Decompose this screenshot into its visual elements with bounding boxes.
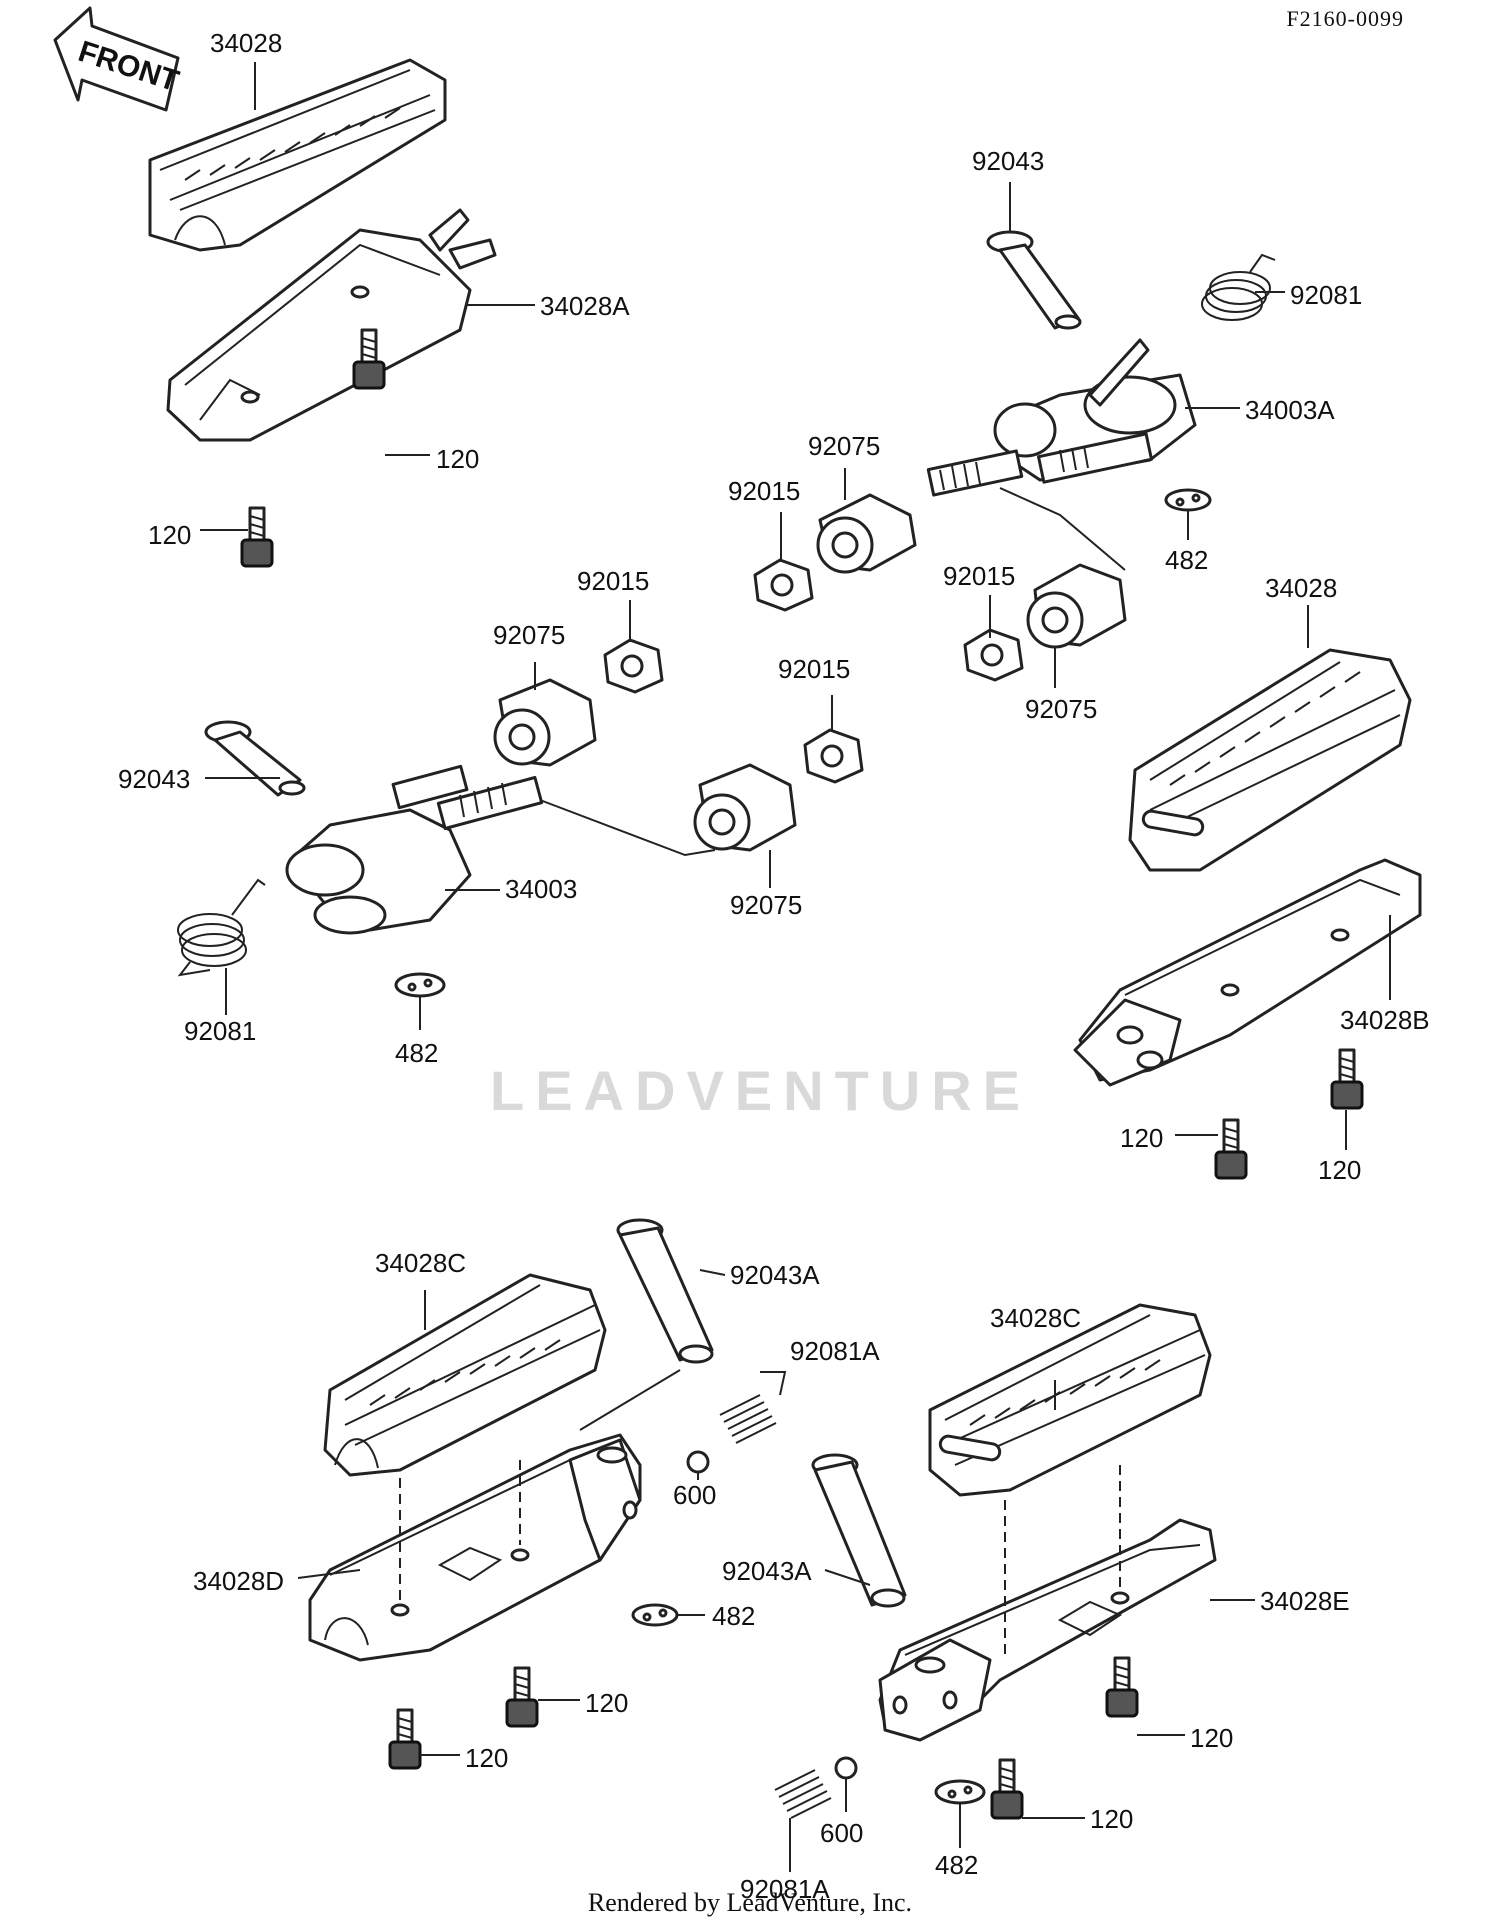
part-label-92075-top-a[interactable]: 92075: [808, 431, 881, 461]
assembly-line-bottom-right: [1004, 1465, 1121, 1660]
part-label-482-bottom-right[interactable]: 482: [935, 1850, 979, 1880]
part-label-34028D[interactable]: 34028D: [193, 1566, 285, 1596]
part-label-120-b[interactable]: 120: [148, 520, 192, 550]
bolt-120-h: [990, 1758, 1024, 1820]
pin-92043A-left: [616, 1218, 714, 1364]
part-label-92075-top-b[interactable]: 92075: [1025, 694, 1098, 724]
footpeg-rubber-rear-left: [323, 1273, 607, 1477]
footpeg-rubber-front-left: [148, 58, 447, 252]
part-label-34003A[interactable]: 34003A: [1245, 395, 1335, 425]
nut-92015-left-b: [803, 728, 864, 784]
part-label-92081A-left[interactable]: 92081A: [790, 1336, 880, 1366]
part-label-92015-top-a[interactable]: 92015: [728, 476, 801, 506]
part-label-482-left[interactable]: 482: [395, 1038, 439, 1068]
part-label-120-g[interactable]: 120: [1190, 1723, 1234, 1753]
spring-92081-top: [1201, 253, 1276, 321]
footpeg-bracket-rear-right: [878, 1518, 1217, 1742]
ball-600-right: [834, 1756, 858, 1780]
footpeg-rubber-front-right: [1128, 648, 1412, 872]
footpeg-rubber-rear-right: [928, 1303, 1212, 1497]
pin-92043A-right: [811, 1453, 907, 1608]
part-label-92043A-right[interactable]: 92043A: [722, 1556, 812, 1586]
assembly-line-top: [999, 487, 1126, 571]
leader-lines: [200, 62, 1391, 1872]
part-label-92015-left-a[interactable]: 92015: [577, 566, 650, 596]
assembly-line-bottom-left: [579, 1369, 681, 1431]
collar-92075-top-a: [816, 493, 917, 574]
part-label-92015-left-b[interactable]: 92015: [778, 654, 851, 684]
footer-credit: Rendered by LeadVenture, Inc.: [587, 1888, 913, 1917]
ball-600-left: [686, 1450, 710, 1474]
spring-92081A-left: [719, 1394, 777, 1444]
pin-92043-top: [986, 230, 1082, 330]
part-label-600-right[interactable]: 600: [820, 1818, 864, 1848]
part-label-92043-top[interactable]: 92043: [972, 146, 1045, 176]
collar-92075-top-b: [1026, 563, 1127, 649]
pin-92043-left: [204, 720, 306, 797]
bolt-120-a: [352, 328, 386, 390]
footpeg-pivot-34003: [285, 764, 544, 935]
nut-92015-top-b: [963, 628, 1024, 682]
part-label-34028-front-left[interactable]: 34028: [210, 28, 283, 58]
part-label-92015-top-b[interactable]: 92015: [943, 561, 1016, 591]
part-label-34028C-right[interactable]: 34028C: [990, 1303, 1082, 1333]
part-label-120-h[interactable]: 120: [1090, 1804, 1134, 1834]
bolt-120-f: [388, 1708, 422, 1770]
part-label-120-d[interactable]: 120: [1318, 1155, 1362, 1185]
part-label-34028C-left[interactable]: 34028C: [375, 1248, 467, 1278]
part-label-120-e[interactable]: 120: [585, 1688, 629, 1718]
spring-92081-left: [177, 878, 266, 977]
part-label-600-left[interactable]: 600: [673, 1480, 717, 1510]
footpeg-bracket-front-left: [166, 208, 497, 442]
part-label-92075-left-b[interactable]: 92075: [730, 890, 803, 920]
clip-482-bottom-left: [631, 1603, 679, 1627]
part-label-482-top[interactable]: 482: [1165, 545, 1209, 575]
assembly-line-bottom-left-b: [399, 1460, 521, 1600]
clip-482-left: [394, 972, 446, 998]
bolt-120-b: [240, 506, 274, 568]
part-label-34028A[interactable]: 34028A: [540, 291, 630, 321]
bolt-120-d: [1330, 1048, 1364, 1110]
part-label-482-bottom-left[interactable]: 482: [712, 1601, 756, 1631]
nut-92015-left-a: [603, 638, 664, 694]
watermark: LEADVENTURE: [490, 1059, 1032, 1122]
part-label-92043A-left[interactable]: 92043A: [730, 1260, 820, 1290]
part-label-92081-left[interactable]: 92081: [184, 1016, 257, 1046]
part-label-34028B[interactable]: 34028B: [1340, 1005, 1430, 1035]
part-label-92043-left[interactable]: 92043: [118, 764, 191, 794]
part-label-92081-top[interactable]: 92081: [1290, 280, 1363, 310]
nut-92015-top-a: [753, 558, 814, 612]
part-label-120-a[interactable]: 120: [436, 444, 480, 474]
bolt-120-e: [505, 1666, 539, 1728]
bolt-120-c: [1214, 1118, 1248, 1180]
assembly-line-left: [539, 799, 716, 857]
part-label-120-c[interactable]: 120: [1120, 1123, 1164, 1153]
clip-482-bottom-right: [934, 1779, 986, 1805]
front-arrow-icon: FRONT: [53, 6, 183, 112]
footpeg-bracket-front-right: [1073, 858, 1422, 1087]
bolt-120-g: [1105, 1656, 1139, 1718]
part-label-34028-front-right[interactable]: 34028: [1265, 573, 1338, 603]
part-label-92075-left-a[interactable]: 92075: [493, 620, 566, 650]
footpeg-bracket-rear-left: [308, 1433, 642, 1662]
part-label-34028E[interactable]: 34028E: [1260, 1586, 1350, 1616]
part-label-34003[interactable]: 34003: [505, 874, 578, 904]
part-label-92081A-right[interactable]: 92081A: [740, 1874, 830, 1904]
diagram-code: F2160-0099: [1286, 6, 1404, 31]
part-label-120-f[interactable]: 120: [465, 1743, 509, 1773]
clip-482-top: [1164, 488, 1212, 512]
footpeg-pivot-34003A: [926, 338, 1197, 497]
spring-92081A-right: [774, 1769, 832, 1819]
collar-92075-left-a: [493, 678, 597, 767]
collar-92075-left-b: [693, 763, 797, 852]
